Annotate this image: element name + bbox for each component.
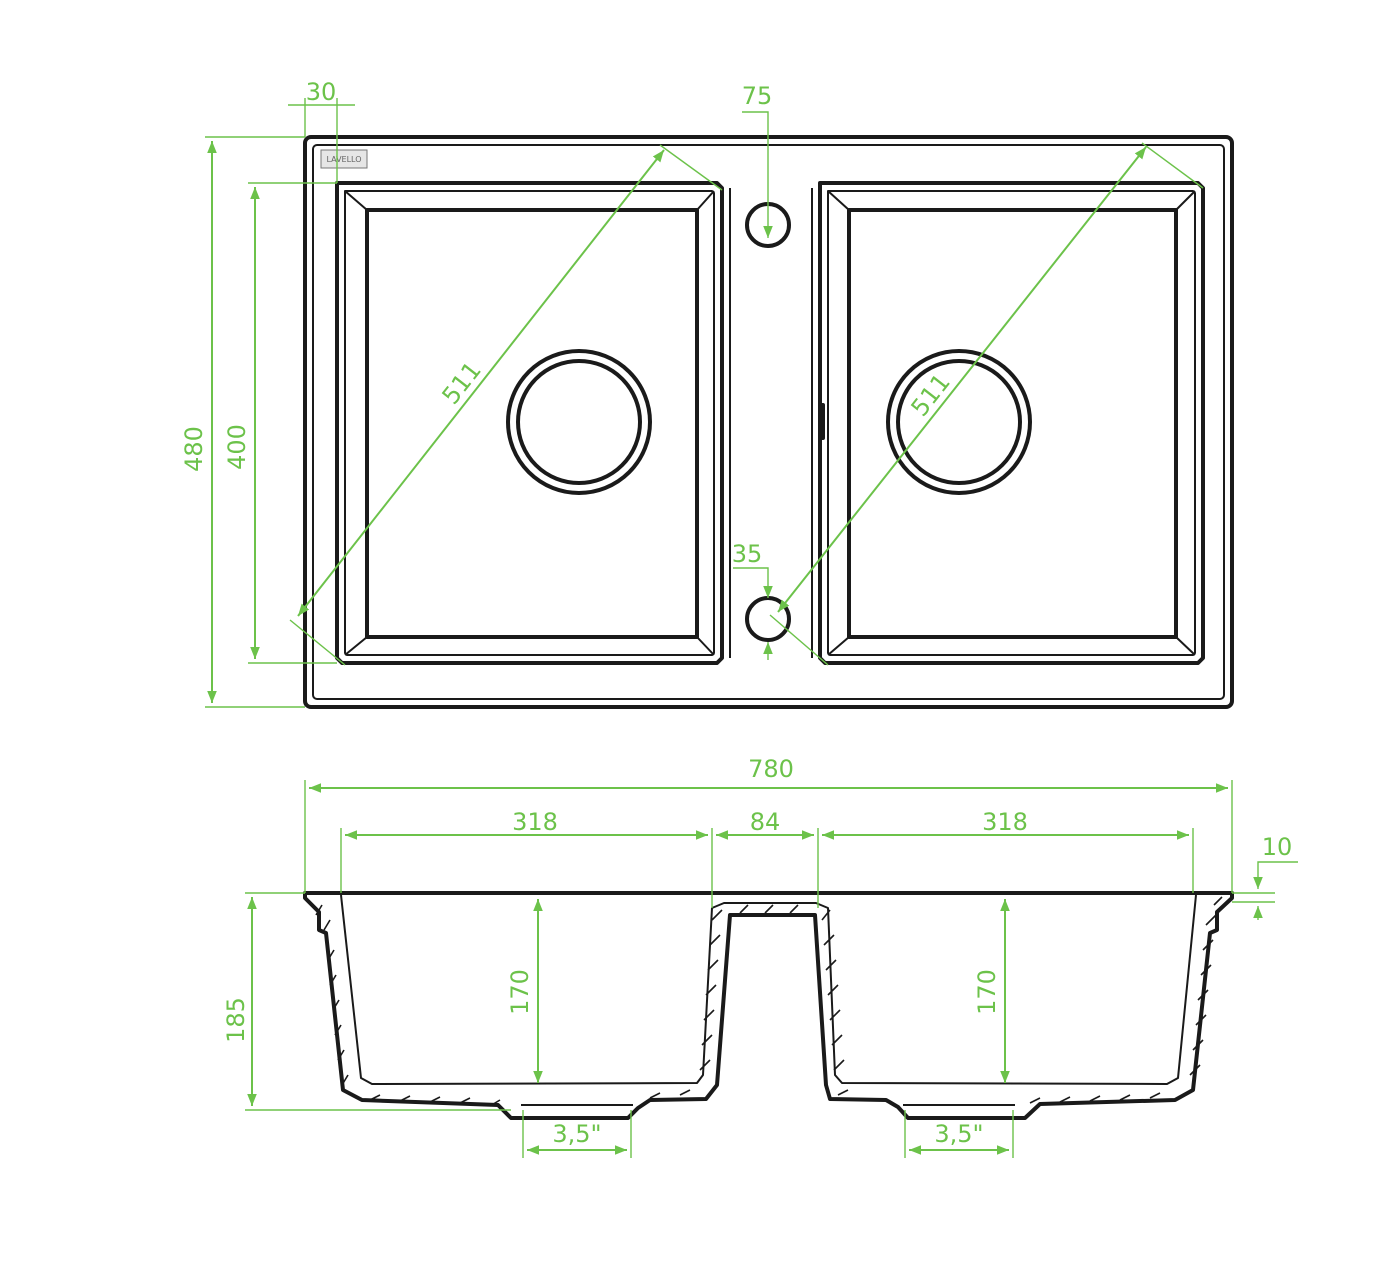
overflow-hole <box>745 596 791 642</box>
svg-text:318: 318 <box>512 808 558 836</box>
dim-bowl-height-right: 170 <box>973 899 1010 1083</box>
left-drain <box>506 349 652 495</box>
svg-text:LAVELLO: LAVELLO <box>326 155 361 164</box>
dim-bowl-width-right: 318 <box>822 808 1194 893</box>
side-view: 780 318 84 318 10 <box>222 755 1298 1158</box>
svg-text:170: 170 <box>506 969 534 1015</box>
dim-bowl-height-left: 170 <box>506 899 543 1083</box>
svg-text:511: 511 <box>437 356 487 409</box>
dim-drain-right: 3,5" <box>904 1110 1014 1158</box>
brand-logo: LAVELLO <box>320 149 368 169</box>
svg-text:511: 511 <box>906 368 956 421</box>
svg-text:185: 185 <box>222 997 250 1043</box>
svg-text:30: 30 <box>306 78 337 106</box>
dim-divider-width: 84 <box>716 808 819 908</box>
dim-diagonal-left: 511 <box>289 144 723 666</box>
dim-rim-thickness: 10 <box>1232 833 1298 920</box>
svg-text:170: 170 <box>973 969 1001 1015</box>
sink-section-outer <box>303 891 1234 1120</box>
svg-text:35: 35 <box>732 540 763 568</box>
svg-text:75: 75 <box>742 82 773 110</box>
sink-section-inner <box>340 894 1197 1085</box>
svg-text:318: 318 <box>982 808 1028 836</box>
svg-text:84: 84 <box>750 808 781 836</box>
dim-bowl-depth: 400 <box>223 182 337 664</box>
dim-overflow-hole: 35 <box>732 540 773 660</box>
dim-overall-depth: 480 <box>180 136 305 708</box>
dim-edge-offset: 30 <box>288 78 355 183</box>
dim-bowl-width-left: 318 <box>340 808 713 908</box>
top-view: LAVELLO <box>180 78 1234 709</box>
right-bowl <box>818 181 1205 665</box>
svg-text:480: 480 <box>180 426 208 472</box>
dim-diagonal-right: 511 <box>769 142 1204 666</box>
dim-drain-left: 3,5" <box>522 1110 632 1158</box>
section-hatching <box>315 896 1223 1107</box>
svg-text:10: 10 <box>1262 833 1293 861</box>
svg-text:780: 780 <box>748 755 794 783</box>
dim-overall-width: 780 <box>304 755 1233 893</box>
dim-overall-height: 185 <box>222 892 511 1111</box>
left-bowl <box>335 181 724 665</box>
svg-text:400: 400 <box>223 424 251 470</box>
right-drain <box>886 349 1032 495</box>
svg-text:3,5": 3,5" <box>552 1120 601 1148</box>
dim-tap-hole: 75 <box>742 82 773 238</box>
svg-text:3,5": 3,5" <box>934 1120 983 1148</box>
